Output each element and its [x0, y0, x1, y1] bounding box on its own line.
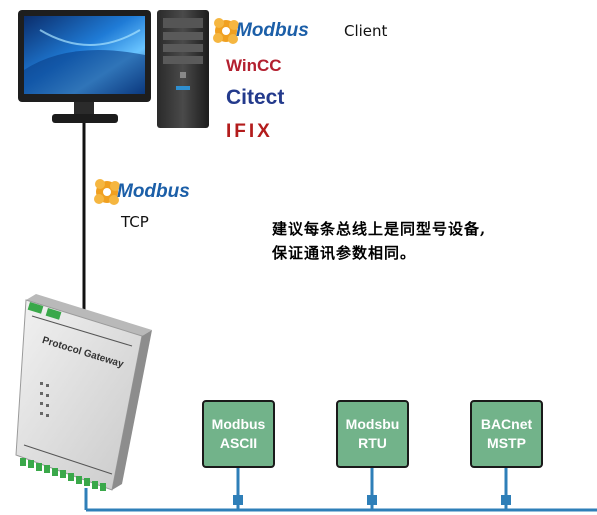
device-line-1: BACnet — [480, 416, 533, 432]
device-line-1: Modsbu — [345, 416, 400, 432]
monitor-icon — [18, 10, 151, 123]
tcp-label: TCP — [121, 213, 149, 231]
citect-logo: Citect — [226, 86, 285, 109]
note-text: 建议每条总线上是同型号设备, 保证通讯参数相同。 — [272, 217, 486, 265]
wincc-logo: WinCC — [226, 56, 282, 75]
modbus-gear-icon — [213, 18, 239, 44]
protocol-gateway-device — [15, 294, 152, 491]
device-line-2: MSTP — [487, 435, 526, 451]
client-label: Client — [344, 22, 388, 40]
device-modbus-ascii: Modbus ASCII — [202, 400, 275, 468]
device-line-1: Modbus — [211, 416, 266, 432]
modbus-logo-client: Modbus — [236, 20, 309, 41]
pc-tower-icon — [157, 10, 209, 128]
note-line-2: 保证通讯参数相同。 — [272, 244, 417, 262]
device-line-2: ASCII — [219, 435, 258, 451]
modbus-gear-icon — [94, 179, 120, 205]
ifix-logo: IFIX — [226, 121, 273, 142]
field-bus — [84, 468, 597, 512]
note-line-1: 建议每条总线上是同型号设备, — [272, 220, 487, 238]
device-line-2: RTU — [358, 435, 387, 451]
device-bacnet-mstp: BACnet MSTP — [470, 400, 543, 468]
modbus-logo-tcp: Modbus — [117, 181, 190, 202]
device-modbus-rtu: Modsbu RTU — [336, 400, 409, 468]
